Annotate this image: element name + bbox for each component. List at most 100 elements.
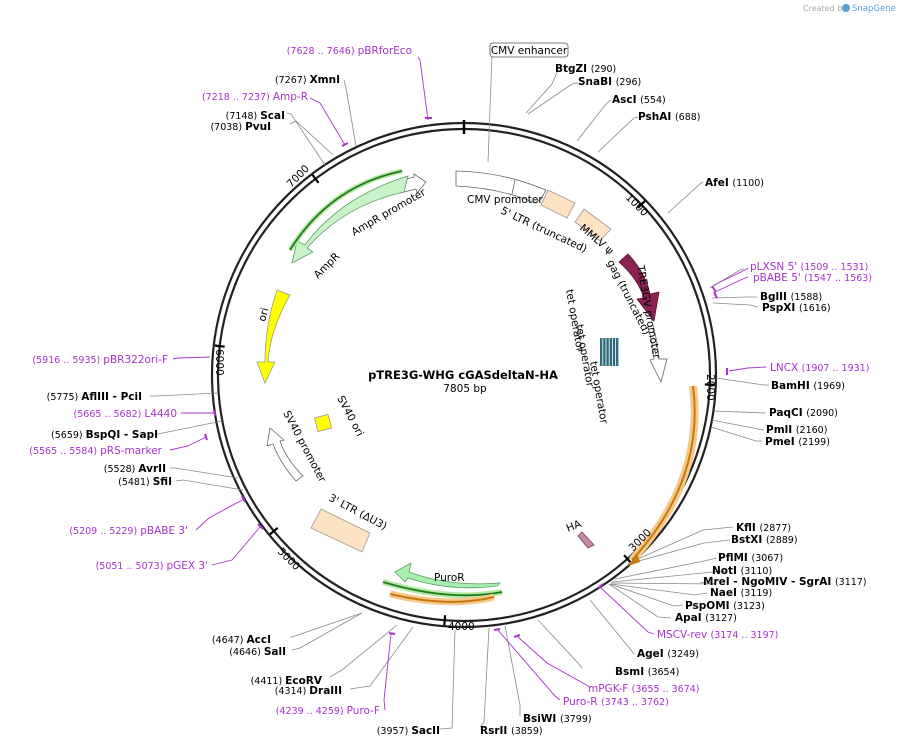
- primer-leader-lines: [169, 56, 767, 711]
- ring-tick: [269, 527, 279, 536]
- tick-label: 1000: [623, 192, 650, 219]
- enzyme-label: (5775) AflIII - PciI: [47, 391, 142, 403]
- ori-label: ori: [256, 306, 271, 322]
- primer-label: pBABE 5' (1547 .. 1563): [753, 272, 872, 284]
- enzyme-label: PflMI (3067): [718, 552, 783, 564]
- enzyme-label: AgeI (3249): [637, 648, 699, 660]
- sv40-ori-box: [313, 413, 333, 433]
- enzyme-label: (4314) DraIII: [275, 685, 342, 697]
- ring-tick: [623, 554, 632, 564]
- tet-operator-bars: [600, 338, 619, 366]
- watermark-brand: SnapGene: [852, 4, 896, 14]
- snapgene-logo-icon: [842, 4, 850, 12]
- primer-label: Puro-R (3743 .. 3762): [563, 696, 669, 708]
- primer-label: (5916 .. 5935) pBR322ori-F: [32, 354, 168, 366]
- ampr-label: AmpR: [312, 250, 343, 281]
- enzyme-label: (3957) SacII: [377, 725, 440, 737]
- ltr5-box: [540, 189, 576, 219]
- enzyme-label: BamHI (1969): [771, 380, 845, 392]
- enzyme-label: NaeI (3119): [710, 587, 772, 599]
- primer-label: (5665 .. 5682) L4440: [74, 408, 177, 420]
- tick-label: 6000: [213, 349, 225, 376]
- enzyme-label: (7148) ScaI: [226, 110, 285, 122]
- lower-orange-arc: [389, 593, 495, 603]
- primer-label: (7218 .. 7237) Amp-R: [202, 91, 308, 103]
- ha-label: HA: [565, 518, 584, 535]
- snapgene-watermark: Created by SnapGene: [803, 4, 896, 14]
- enzyme-label: AfeI (1100): [705, 177, 764, 189]
- enzyme-label: (7038) PvuI: [210, 121, 271, 133]
- primer-label: (5565 .. 5584) pRS-marker: [29, 445, 162, 457]
- tet-operator-bar: [606, 338, 609, 366]
- leader-lines: [150, 55, 769, 730]
- enzyme-label: (5528) AvrII: [104, 463, 166, 475]
- primer-label: LNCX (1907 .. 1931): [770, 362, 869, 374]
- watermark-prefix: Created by: [803, 4, 847, 13]
- enzyme-label: PmeI (2199): [765, 436, 830, 448]
- tick-label: 4000: [448, 621, 475, 633]
- tet-operator-label-3: tet operator: [587, 360, 610, 425]
- enzyme-label: (4646) SalI: [229, 646, 286, 658]
- enzyme-label: KflI (2877): [736, 522, 791, 534]
- ring-tick: [636, 200, 646, 209]
- plasmid-name: pTRE3G-WHG cGASdeltaN-HA: [368, 368, 558, 382]
- ring-tick: [214, 344, 225, 348]
- primer-label: pLXSN 5' (1509 .. 1531): [750, 261, 868, 273]
- enzyme-label: BsiWI (3799): [523, 713, 592, 725]
- primer-label: (4239 .. 4259) Puro-F: [276, 705, 380, 717]
- ori-arrow: [256, 289, 291, 385]
- enzyme-label: PmlI (2160): [766, 424, 827, 436]
- tre3gv-arrow: [647, 324, 668, 384]
- enzyme-label: PaqCI (2090): [769, 407, 838, 419]
- primer-marks: [204, 117, 728, 638]
- tet-operator-bar: [612, 338, 616, 366]
- primer-label: mPGK-F (3655 .. 3674): [588, 683, 700, 695]
- enzyme-label: SnaBI (296): [578, 76, 641, 88]
- tet-operator-bar: [600, 338, 603, 366]
- ampr-arrow: [291, 175, 409, 264]
- sv40-ori-label: SV40 ori: [334, 394, 365, 439]
- tick-label: 2000: [704, 374, 716, 401]
- gag-arrow: [618, 253, 660, 322]
- enzyme-label: PspOMI (3123): [685, 600, 765, 612]
- ring-tick: [443, 615, 447, 626]
- primer-labels: (7628 .. 7646) pBRforEco (7218 .. 7237) A…: [29, 45, 872, 717]
- enzyme-label: (4411) EcoRV: [251, 675, 323, 687]
- enzyme-label: (5481) SfiI: [118, 476, 172, 488]
- sv40-promoter-arrow: [266, 427, 304, 482]
- tet-operator-bar: [603, 338, 606, 366]
- cmv-promoter-arrow: [455, 170, 547, 204]
- enzyme-label: BstXI (2889): [731, 534, 798, 546]
- puror-outer-arc: [382, 581, 503, 597]
- features: CMV enhancer CMV promoter 5' LTR (trunca…: [256, 42, 699, 606]
- enzyme-labels: BtgZI (290)SnaBI (296)AscI (554)PshAI (6…: [47, 63, 867, 737]
- enzyme-label: (5659) BspQI - SapI: [51, 429, 158, 441]
- enzyme-label: (4647) AccI: [212, 634, 271, 646]
- enzyme-label: RsrII (3859): [480, 725, 543, 737]
- primer-label: (5051 .. 5073) pGEX 3': [96, 560, 208, 572]
- primer-label: (5209 .. 5229) pBABE 3': [69, 525, 188, 537]
- tick-label: 5000: [275, 546, 302, 573]
- cmv-enhancer-box: [489, 42, 569, 58]
- enzyme-label: (7267) XmnI: [275, 74, 340, 86]
- primer-label: (7628 .. 7646) pBRforEco: [287, 45, 412, 57]
- cgas-arc: [631, 385, 696, 561]
- backbone: [210, 120, 718, 629]
- enzyme-label: PshAI (688): [638, 111, 700, 123]
- ring-tick: [311, 174, 320, 184]
- cmv-promoter-label: CMV promoter: [467, 194, 543, 206]
- puror-arrow: [394, 562, 502, 589]
- primer-label: MSCV-rev (3174 .. 3197): [657, 629, 778, 641]
- tet-operator-bar: [609, 338, 612, 366]
- enzyme-label: BglII (1588): [760, 291, 822, 303]
- enzyme-label: ApaI (3127): [675, 612, 737, 624]
- ltr3-box: [310, 508, 371, 553]
- enzyme-label: NotI (3110): [712, 565, 772, 577]
- tet-operator-bar: [616, 338, 619, 366]
- mmlv-psi-box: [574, 208, 612, 242]
- enzyme-label: MreI - NgoMIV - SgrAI (3117): [703, 576, 867, 588]
- enzyme-label: PspXI (1616): [762, 302, 831, 314]
- ampr-outer-arc: [289, 170, 403, 251]
